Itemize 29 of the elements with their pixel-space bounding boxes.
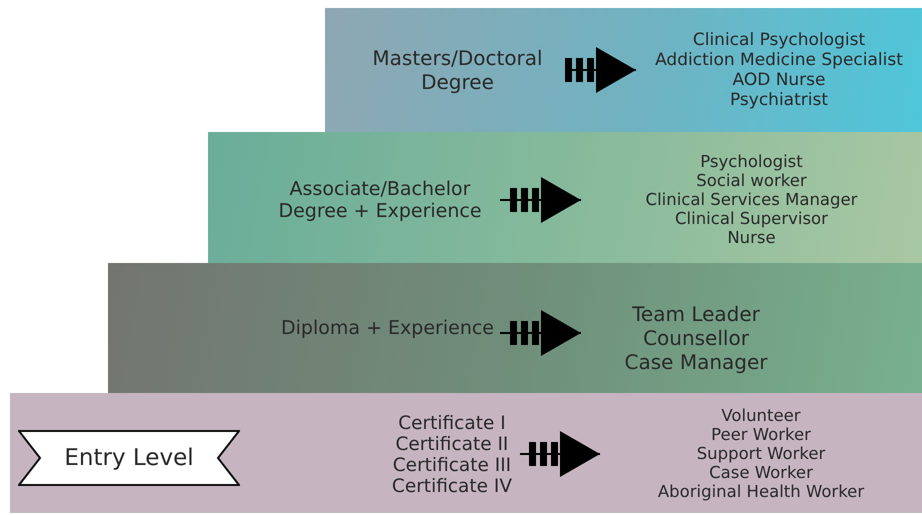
list-item-text: Certificate I xyxy=(397,413,507,434)
list-item-text: Case Worker xyxy=(709,462,813,482)
list-item-text: Clinical Services Manager xyxy=(646,190,858,208)
list-item-text: Aboriginal Health Worker xyxy=(658,482,864,500)
list-item-text: Case Manager xyxy=(624,350,768,374)
qualification-label: Associate/Bachelor Degree + Experience xyxy=(230,165,500,235)
list-item-text: Psychiatrist xyxy=(730,90,828,110)
list-item-text: Peer Worker xyxy=(711,424,811,444)
list-item-text: Clinical Psychologist xyxy=(692,30,866,50)
banner-label: Entry Level xyxy=(64,445,194,471)
qualification-label: Masters/Doctoral Degree xyxy=(350,35,565,105)
step-band xyxy=(108,263,922,393)
list-item-text: Social worker xyxy=(696,170,807,190)
list-item-text: Support Worker xyxy=(696,444,826,462)
list-item-text: Team Leader xyxy=(632,302,760,326)
list-item-text: Certificate IV xyxy=(392,476,512,497)
list-item-text: Clinical Supervisor xyxy=(675,208,828,228)
list-item-text: Addiction Medicine Specialist xyxy=(655,50,903,70)
step-band xyxy=(10,393,922,513)
list-item-text: Counsellor xyxy=(643,326,749,350)
list-item-text: Certificate II xyxy=(394,434,510,455)
list-item-text: Psychologist xyxy=(700,152,803,170)
list-item-text: AOD Nurse xyxy=(732,70,826,90)
list-item-text: Volunteer xyxy=(721,406,801,424)
step-band xyxy=(325,8,922,132)
list-item-text: Nurse xyxy=(727,228,776,246)
step-band xyxy=(208,132,922,263)
list-item-text: Certificate III xyxy=(392,455,512,476)
qualification-label: Diploma + Experience xyxy=(115,305,500,350)
